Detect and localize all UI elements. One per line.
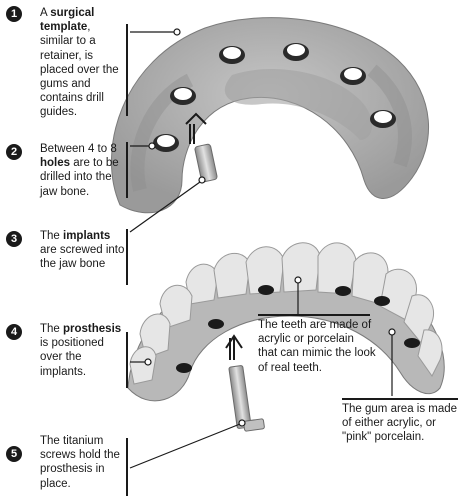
step-divider <box>126 24 128 116</box>
step-divider <box>126 229 128 285</box>
drill-guide <box>340 67 366 85</box>
teeth-callout-text: The teeth are made of acrylic or porcela… <box>258 319 376 374</box>
gum-callout: The gum area is made of either acrylic, … <box>342 402 460 445</box>
step-text: The implants are screwed into the jaw bo… <box>40 229 126 272</box>
step-text: The titanium screws hold the prosthesis … <box>40 434 126 491</box>
step-text: Between 4 to 8 holes are to be drilled i… <box>40 142 126 199</box>
step-number: 1 <box>6 6 22 22</box>
step-text: A surgical template, similar to a retain… <box>40 6 126 120</box>
step-number: 4 <box>6 324 22 340</box>
step-divider <box>126 332 128 388</box>
step-text: The prosthesis is positioned over the im… <box>40 322 126 379</box>
gum-callout-text: The gum area is made of either acrylic, … <box>342 403 457 443</box>
step-number: 2 <box>6 144 22 160</box>
step-number: 3 <box>6 231 22 247</box>
drill-guide <box>170 87 196 105</box>
step-divider <box>126 142 128 198</box>
drill-guide <box>370 110 396 128</box>
callout-rule <box>258 314 370 316</box>
step-divider <box>126 438 128 496</box>
drill-guide <box>153 134 179 152</box>
drill-guide <box>283 43 309 61</box>
teeth-callout: The teeth are made of acrylic or porcela… <box>258 318 376 375</box>
step-number: 5 <box>6 446 22 462</box>
drill-guide <box>219 46 245 64</box>
callout-rule <box>342 398 458 400</box>
